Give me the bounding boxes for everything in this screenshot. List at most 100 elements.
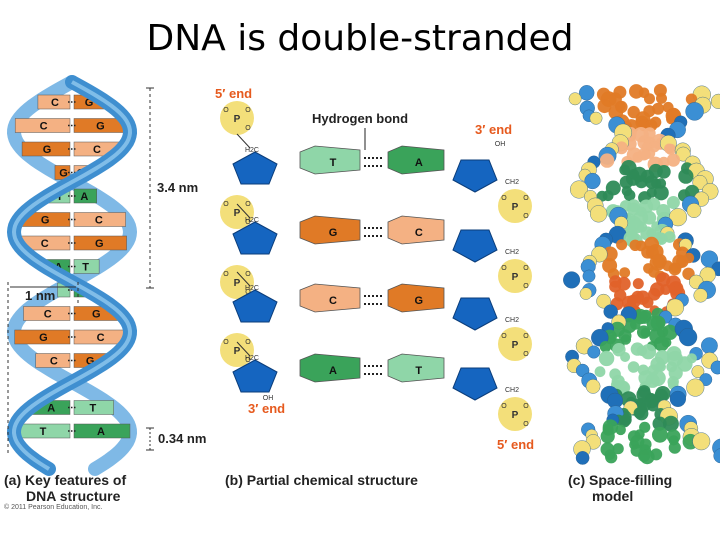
- base-letter-right: T: [89, 403, 96, 415]
- base-left: A: [300, 354, 360, 382]
- base-atom: [619, 267, 630, 278]
- base-atom: [620, 414, 632, 426]
- oxygen-letter: O: [245, 201, 251, 208]
- backbone-atom: [590, 205, 607, 222]
- backbone-atom: [563, 272, 580, 289]
- base-letter-right: C: [93, 144, 101, 156]
- base-letter: A: [329, 365, 337, 377]
- base-pair: GC: [15, 330, 130, 344]
- phosphate-letter: P: [512, 272, 519, 283]
- base-atom: [641, 150, 651, 160]
- base-atom: [644, 93, 655, 104]
- width-label: 1 nm: [25, 288, 55, 303]
- base-letter-right: G: [95, 238, 104, 250]
- base-letter: G: [329, 227, 338, 239]
- oh-label-top: OH: [495, 141, 506, 148]
- backbone-atom: [694, 289, 708, 303]
- phosphate-right: POOO: [498, 259, 532, 293]
- three-prime-end-bottom: 3′ end: [248, 401, 285, 416]
- base-letter-left: C: [44, 309, 52, 321]
- sugar-right: [453, 230, 497, 262]
- base-letter-left: G: [41, 215, 50, 227]
- base-letter: C: [329, 295, 337, 307]
- sugar-left: [233, 152, 277, 184]
- backbone-atom: [670, 391, 686, 407]
- backbone-atom: [686, 102, 704, 120]
- oxygen-letter: O: [523, 213, 529, 220]
- oxygen-letter: O: [501, 333, 507, 340]
- base-atom: [600, 153, 614, 167]
- phosphate-left-top: POOO: [220, 101, 254, 135]
- base-letter-right: A: [80, 191, 88, 203]
- base-atom: [678, 169, 693, 184]
- base-letter-left: G: [39, 332, 48, 344]
- oxygen-letter: O: [501, 403, 507, 410]
- base-atom: [631, 342, 644, 355]
- oxygen-letter: O: [223, 201, 229, 208]
- caption-a: (a) Key features of DNA structure: [4, 472, 126, 504]
- base-letter: G: [415, 295, 424, 307]
- phosphate-letter: P: [512, 340, 519, 351]
- backbone-atom: [576, 451, 589, 464]
- phosphate-letter: P: [234, 114, 241, 125]
- base-atom: [605, 450, 616, 461]
- base-right: T: [388, 354, 444, 382]
- base-right: C: [388, 216, 444, 244]
- sugar-right: [453, 160, 497, 192]
- backbone-atom: [693, 433, 710, 450]
- oxygen-letter: O: [223, 339, 229, 346]
- base-letter: A: [415, 157, 423, 169]
- base-atom: [664, 231, 676, 243]
- base-right: A: [388, 146, 444, 174]
- oxygen-letter: O: [501, 195, 507, 202]
- base-atom: [656, 93, 667, 104]
- base-left: G: [300, 216, 360, 244]
- copyright-notice: © 2011 Pearson Education, Inc.: [4, 504, 102, 511]
- base-right: G: [388, 284, 444, 312]
- caption-b: (b) Partial chemical structure: [225, 472, 418, 488]
- base-left: C: [300, 284, 360, 312]
- oxygen-letter: O: [223, 107, 229, 114]
- backbone-atom: [580, 288, 592, 300]
- space-filling-model: [563, 84, 720, 465]
- oxygen-letter: O: [523, 403, 529, 410]
- phosphate-letter: P: [234, 208, 241, 219]
- base-letter-left: A: [47, 403, 55, 415]
- phosphate-right: POOO: [498, 397, 532, 431]
- base-letter-left: C: [41, 238, 49, 250]
- base-letter-left: T: [40, 426, 47, 438]
- backbone-atom: [590, 112, 602, 124]
- ch2-label-right: CH2: [505, 387, 519, 394]
- ch2-label-right: CH2: [505, 317, 519, 324]
- base-atom: [603, 190, 614, 201]
- base-letter: T: [330, 157, 337, 169]
- oxygen-letter: O: [523, 265, 529, 272]
- sugar-right: [453, 298, 497, 330]
- caption-c: (c) Space-filling model: [568, 472, 672, 504]
- base-letter-right: G: [92, 309, 101, 321]
- base-atom: [601, 429, 615, 443]
- backbone-atom: [588, 346, 601, 359]
- rise-label: 0.34 nm: [158, 431, 206, 446]
- oxygen-letter: O: [245, 339, 251, 346]
- base-letter: C: [415, 227, 423, 239]
- base-atom: [600, 341, 611, 352]
- oxygen-letter: O: [523, 195, 529, 202]
- backbone-link: [237, 134, 250, 148]
- base-atom: [630, 240, 641, 251]
- oxygen-letter: O: [523, 351, 529, 358]
- backbone-atom: [701, 338, 717, 354]
- five-prime-end-bottom: 5′ end: [497, 437, 534, 452]
- base-atom: [684, 253, 695, 264]
- base-atom: [650, 370, 666, 386]
- base-pair: GC: [18, 213, 125, 227]
- base-letter: T: [415, 365, 422, 377]
- base-atom: [641, 328, 651, 338]
- backbone-atom: [679, 328, 697, 346]
- base-atom: [669, 442, 681, 454]
